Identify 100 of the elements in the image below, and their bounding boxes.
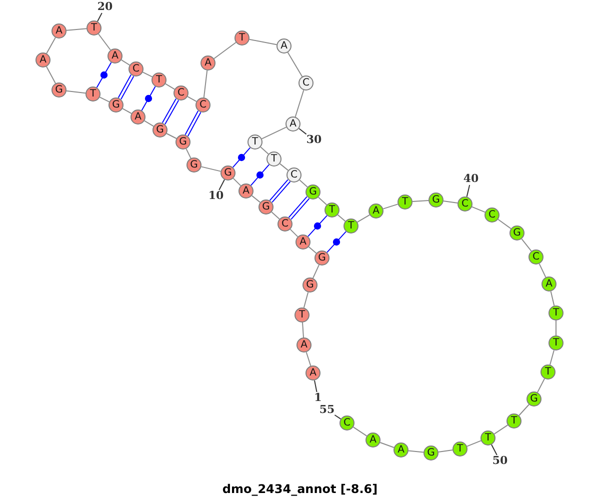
- nucleotide: C: [174, 86, 188, 100]
- nucleotide: T: [452, 442, 468, 456]
- backbone-line: [144, 120, 154, 127]
- backbone-line: [186, 148, 192, 159]
- backbone-line: [142, 72, 153, 78]
- nucleotide: G: [186, 158, 202, 172]
- nucleotide: A: [296, 234, 310, 250]
- backbone-line: [287, 52, 303, 78]
- nucleotide: G: [52, 82, 66, 98]
- nucleotide: A: [238, 184, 254, 198]
- nucleotide: A: [200, 56, 216, 70]
- nucleotide: G: [220, 166, 236, 180]
- backbone-line: [66, 28, 87, 31]
- nucleotide: T: [540, 364, 556, 380]
- nucleotide: C: [528, 250, 544, 264]
- backbone-line: [471, 206, 486, 213]
- nucleotide: T: [152, 72, 166, 88]
- nucleotide: T: [548, 306, 564, 320]
- nucleotide: C: [298, 76, 314, 90]
- backbone-line: [294, 90, 304, 118]
- backbone-line: [66, 90, 86, 94]
- base-pair-line: [250, 164, 270, 186]
- nucleotide: A: [286, 116, 300, 132]
- backbone-line: [408, 450, 424, 453]
- nucleotide: C: [196, 98, 210, 112]
- nucleotide: T: [344, 218, 358, 234]
- nucleotide: C: [286, 168, 302, 182]
- nucleotide: T: [398, 194, 412, 210]
- nucleotide: A: [306, 366, 320, 380]
- nucleotide: A: [394, 442, 408, 458]
- backbone-line: [248, 38, 278, 46]
- nucleotide: G: [258, 200, 274, 214]
- backbone-line: [98, 34, 111, 50]
- backbone-line: [271, 212, 280, 220]
- leader-line: [491, 444, 498, 456]
- backbone-line: [232, 178, 242, 186]
- backbone-line: [200, 166, 222, 172]
- nucleotide: T: [86, 20, 102, 36]
- backbone-line: [312, 264, 320, 279]
- backbone-line: [438, 450, 454, 452]
- nucleotide: T: [86, 86, 100, 102]
- nucleotide: T: [266, 152, 282, 166]
- nucleotide: A: [108, 48, 122, 64]
- backbone-line: [412, 200, 429, 202]
- nucleotide: G: [302, 278, 318, 292]
- nucleotide: G: [424, 446, 438, 460]
- backbone-line: [466, 440, 482, 447]
- nucleotide: T: [294, 308, 310, 322]
- nucleotide: T: [324, 202, 340, 218]
- nucleotide: A: [52, 24, 66, 38]
- leader-line: [298, 128, 307, 135]
- base-pair-line: [96, 62, 112, 88]
- nucleotide: A: [130, 110, 146, 124]
- backbone-line: [120, 59, 130, 66]
- base-pair-line: [326, 231, 346, 253]
- base-pair-line: [184, 110, 202, 137]
- base-pair-line: [308, 215, 328, 237]
- position-number: 50: [492, 455, 508, 467]
- caption: dmo_2434_annot [-8.6]: [222, 482, 378, 496]
- position-number: 1: [314, 392, 322, 404]
- backbone-line: [550, 350, 554, 366]
- backbone-line: [352, 426, 368, 436]
- nucleotide: G: [176, 134, 190, 150]
- nucleotide: A: [368, 204, 384, 218]
- leader-line: [334, 414, 342, 420]
- base-pair-line: [269, 179, 291, 203]
- nucleotide: G: [306, 184, 320, 200]
- nucleotide: T: [234, 30, 250, 46]
- nucleotide: G: [152, 122, 168, 138]
- backbone-line: [550, 290, 555, 306]
- position-number: 55: [319, 404, 335, 416]
- position-number: 40: [463, 173, 479, 185]
- leader-line: [314, 380, 318, 392]
- backbone-line: [538, 263, 546, 278]
- backbone-line: [122, 108, 132, 114]
- backbone-line: [380, 442, 394, 448]
- backbone-line: [337, 214, 346, 222]
- nucleotide: G: [108, 98, 124, 112]
- nucleotide: G: [510, 226, 524, 240]
- position-number: 10: [208, 190, 224, 202]
- backbone-line: [290, 228, 298, 238]
- backbone-line: [318, 196, 328, 206]
- nucleotide: A: [296, 338, 312, 352]
- leader-line: [97, 12, 102, 22]
- backbone-line: [498, 218, 512, 230]
- nucleotide: C: [340, 416, 354, 430]
- position-number: 30: [306, 134, 322, 146]
- nucleotide: G: [428, 192, 444, 208]
- backbone-line: [166, 133, 177, 139]
- nucleotide: T: [548, 336, 564, 350]
- nucleotide: C: [128, 62, 144, 76]
- backbone-line: [99, 96, 110, 102]
- backbone-line: [356, 214, 370, 223]
- base-pair-line: [118, 74, 134, 100]
- backbone-line: [306, 352, 312, 366]
- backbone-line: [302, 322, 304, 338]
- position-number: 20: [97, 1, 113, 13]
- nucleotide: G: [314, 250, 330, 266]
- leader-line: [218, 179, 225, 190]
- backbone-line: [494, 424, 508, 434]
